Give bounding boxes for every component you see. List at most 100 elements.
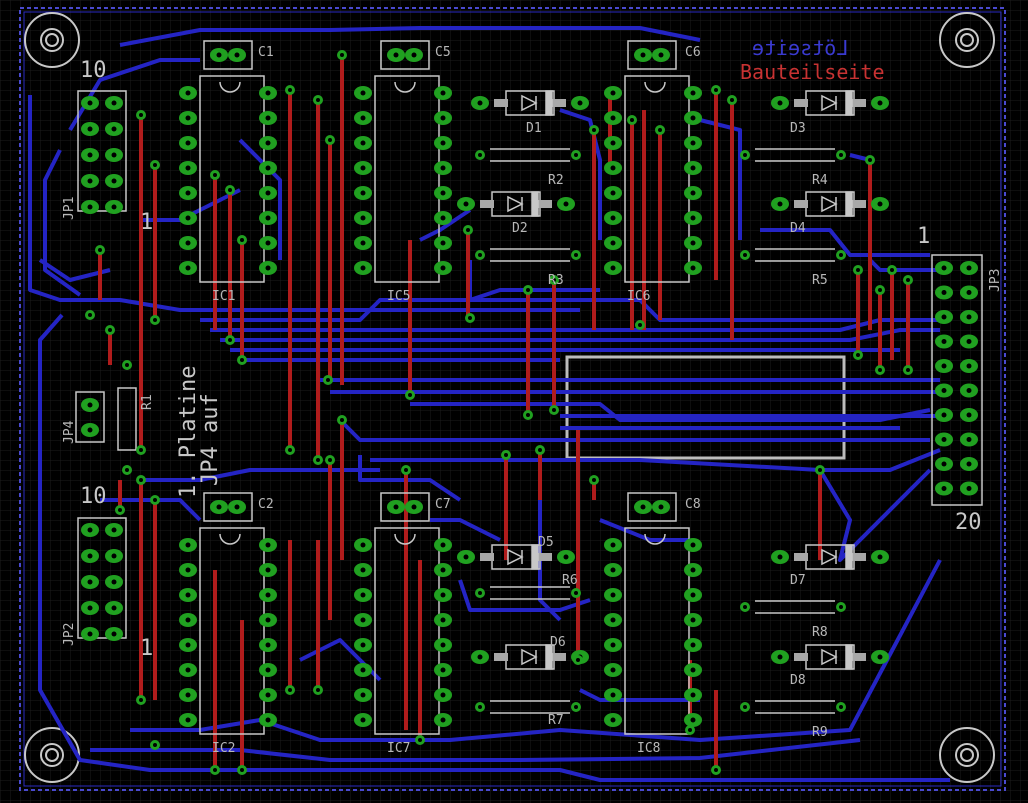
board-outline [19, 7, 1006, 791]
capacitor-outline [380, 40, 430, 70]
bottom-trace [818, 468, 932, 562]
jp1-pin10-label: 10 [80, 58, 107, 83]
ic-notch [644, 81, 666, 93]
d5-label: D5 [538, 535, 554, 550]
d1-label: D1 [526, 121, 542, 136]
resistor-outline [490, 700, 570, 714]
solder-side-label: Lötseite [752, 36, 849, 60]
ic-outline [374, 75, 440, 283]
bottom-trace [119, 26, 701, 47]
jp1-label: JP1 [62, 196, 77, 220]
bottom-trace [579, 688, 700, 702]
bottom-trace [28, 95, 580, 312]
jp3-pin20-label: 20 [955, 510, 982, 535]
diode-symbol [521, 648, 538, 666]
note-line2: JP4 auf [198, 393, 223, 486]
bottom-trace [458, 579, 591, 612]
ic-notch [394, 81, 416, 93]
capacitor-outline [627, 40, 677, 70]
jp3-pin1-label: 1 [917, 224, 931, 249]
r6-label: R6 [562, 573, 578, 588]
diode-symbol [821, 94, 838, 112]
ic7-label: IC7 [387, 741, 411, 756]
d6-label: D6 [550, 635, 566, 650]
bottom-trace [220, 328, 940, 342]
jp2-label: JP2 [62, 622, 77, 646]
ic-outline [624, 75, 690, 283]
capacitor-outline [203, 492, 253, 522]
diode-symbol [521, 94, 538, 112]
jp2-pin1-label: 1 [140, 636, 154, 661]
cutout-zone [565, 355, 846, 460]
bottom-trace [130, 559, 942, 742]
header-outline [77, 90, 127, 212]
bottom-trace [38, 258, 111, 282]
ic-outline [199, 75, 265, 283]
capacitor-outline [627, 492, 677, 522]
resistor-outline [755, 600, 835, 614]
bottom-trace [140, 468, 380, 482]
c5-label: C5 [435, 45, 451, 60]
ic-notch [644, 533, 666, 545]
resistor-outline [490, 586, 570, 600]
ic-notch [219, 533, 241, 545]
bottom-trace [100, 498, 202, 522]
mounting-hole [939, 12, 995, 68]
bottom-trace [430, 518, 501, 542]
capacitor-outline [380, 492, 430, 522]
resistor-outline [755, 248, 835, 262]
bottom-trace [358, 455, 462, 502]
jp1-pin1-label: 1 [140, 210, 154, 235]
bottom-trace [43, 149, 82, 297]
r8-label: R8 [812, 625, 828, 640]
bottom-trace [760, 228, 930, 257]
r9-label: R9 [812, 725, 828, 740]
r1-label: R1 [140, 394, 155, 410]
diode-symbol [507, 195, 524, 213]
r4-label: R4 [812, 173, 828, 188]
board-edge [23, 11, 1002, 787]
r7-label: R7 [548, 713, 564, 728]
pads [81, 48, 978, 775]
resistor-outline [490, 148, 570, 162]
diode-symbol [821, 548, 838, 566]
component-side-label: Bauteilseite [740, 60, 885, 84]
bottom-trace [338, 418, 560, 442]
jp2-pin10-label: 10 [80, 484, 107, 509]
ic1-label: IC1 [212, 289, 236, 304]
silkscreen [75, 40, 983, 735]
ic-outline [199, 527, 265, 735]
jp4-outline [75, 391, 105, 443]
d3-label: D3 [790, 121, 806, 136]
resistor-outline [755, 700, 835, 714]
diode-symbol [821, 195, 838, 213]
c8-label: C8 [685, 497, 701, 512]
ic2-label: IC2 [212, 741, 236, 756]
c2-label: C2 [258, 497, 274, 512]
ic-notch [219, 81, 241, 93]
d8-label: D8 [790, 673, 806, 688]
header-outline [77, 517, 127, 639]
bottom-trace [90, 738, 861, 762]
bottom-trace [238, 138, 282, 260]
bottom-trace [599, 518, 690, 542]
mounting-hole [24, 12, 80, 68]
jp3-label: JP3 [988, 268, 1003, 292]
d7-label: D7 [790, 573, 806, 588]
resistor-outline [490, 248, 570, 262]
ic8-label: IC8 [637, 741, 661, 756]
bottom-trace [419, 208, 472, 242]
d4-label: D4 [790, 221, 806, 236]
c6-label: C6 [685, 45, 701, 60]
bottom-trace [699, 118, 742, 240]
r5-label: R5 [812, 273, 828, 288]
capacitor-outline [203, 40, 253, 70]
d2-label: D2 [512, 221, 528, 236]
resistor-r1 [117, 387, 137, 451]
ic-notch [394, 533, 416, 545]
ic5-label: IC5 [387, 289, 411, 304]
r2-label: R2 [548, 173, 564, 188]
jp4-label: JP4 [62, 420, 77, 444]
c7-label: C7 [435, 497, 451, 512]
